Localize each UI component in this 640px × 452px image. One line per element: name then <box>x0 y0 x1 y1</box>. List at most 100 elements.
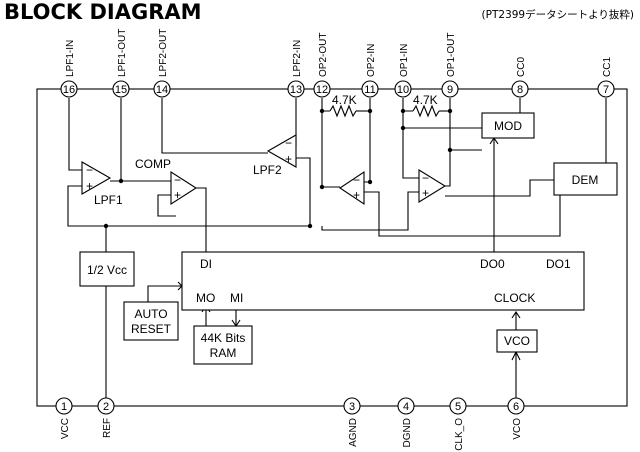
junction-dot <box>447 147 453 153</box>
pin-label: LPF1-OUT <box>117 29 128 77</box>
pin-circle <box>441 80 459 98</box>
wire-autoreset-core <box>147 285 182 302</box>
pin-number: 16 <box>63 84 75 96</box>
op2-plus-sign: + <box>353 188 360 202</box>
core-di-label: DI <box>200 257 212 271</box>
wire-op1-in-r <box>402 98 413 112</box>
chip-outline <box>36 88 628 407</box>
mod-label: MOD <box>494 119 522 133</box>
ram-line1: 44K Bits <box>201 331 246 345</box>
wire-comp-di <box>196 187 207 252</box>
junction-dot <box>118 178 124 184</box>
pin-number: 8 <box>517 84 523 96</box>
pin-number: 10 <box>397 84 409 96</box>
pin-circle <box>511 80 529 98</box>
pin-label: VCO <box>512 418 523 440</box>
junction-dot <box>319 108 325 114</box>
op2-amplifier <box>339 170 365 206</box>
dem-block <box>553 162 618 196</box>
auto-reset-line2: RESET <box>131 322 172 336</box>
wires <box>67 98 607 398</box>
pin-circle <box>287 80 305 98</box>
junction-dot <box>103 223 109 229</box>
wire-op2-plus-dem <box>364 188 561 237</box>
pin-number: 5 <box>455 401 461 413</box>
junction-dot <box>307 223 313 229</box>
pin-label: AGND <box>348 418 359 447</box>
wire-lpf1-in <box>68 98 82 171</box>
core-do0-label: DO0 <box>480 257 505 271</box>
pin-circle <box>97 397 115 415</box>
pin-number: 4 <box>403 401 409 413</box>
pin-9: 9 OP1-OUT <box>441 33 459 98</box>
ram-block <box>193 325 253 365</box>
core-clock-label: CLOCK <box>494 291 535 305</box>
pin-number: 11 <box>364 84 375 96</box>
pin-number: 12 <box>316 84 328 96</box>
pin-number: 7 <box>603 84 609 96</box>
lpf1-label: LPF1 <box>94 193 123 207</box>
pin-circle <box>361 80 379 98</box>
auto-reset-block <box>123 301 179 341</box>
pin-label: REF <box>102 418 113 438</box>
junction-dot <box>367 108 373 114</box>
wire-comp-plus <box>157 194 176 217</box>
comp-minus-sign: − <box>174 173 181 187</box>
dem-label: DEM <box>572 173 599 187</box>
wire-dem-op1 <box>445 179 554 197</box>
vco-label: VCO <box>504 334 530 348</box>
pin-number: 15 <box>115 84 127 96</box>
pin-number: 1 <box>61 401 67 413</box>
pin-label: OP1-OUT <box>446 33 457 77</box>
junction-dot <box>400 125 406 131</box>
lpf2-minus-sign: − <box>285 136 292 150</box>
pin-number: 6 <box>513 401 519 413</box>
resistor-r2-value: 4.7K <box>413 93 438 107</box>
pins: 16LPF1-IN15LPF1-OUT14LPF2-OUT13LPF2-IN12… <box>55 29 615 451</box>
pin-number: 2 <box>103 401 109 413</box>
ram-line2: RAM <box>210 346 237 360</box>
vco-block <box>496 329 538 353</box>
pin-circle <box>394 80 412 98</box>
pin-circle <box>397 397 415 415</box>
lpf1-minus-sign: − <box>86 163 93 177</box>
wire-op1-out <box>445 98 451 187</box>
pin-number: 9 <box>447 84 453 96</box>
lpf1-amplifier <box>81 161 112 195</box>
core-mo-label: MO <box>196 291 215 305</box>
pin-number: 13 <box>290 84 302 96</box>
comp-plus-sign: + <box>174 188 181 202</box>
op1-plus-sign: + <box>422 186 429 200</box>
wire-op1-plus <box>321 191 419 231</box>
pin-15: 15 LPF1-OUT <box>112 29 130 98</box>
pin-circle <box>507 397 525 415</box>
junction-dot <box>367 179 373 185</box>
junction-dots <box>103 108 453 229</box>
junction-dot <box>447 108 453 114</box>
pin-circle <box>449 397 467 415</box>
pin-number: 3 <box>349 401 355 413</box>
pin-label: DGND <box>402 418 413 447</box>
pin-13: 13 LPF2-IN <box>287 40 305 98</box>
pin-label: VCC <box>60 418 71 439</box>
wire-op2-out-r <box>321 98 330 112</box>
half-vcc-label: 1/2 Vcc <box>87 263 127 277</box>
mod-block <box>481 112 535 139</box>
pin-label: LPF1-IN <box>65 40 76 77</box>
core-do1-label: DO1 <box>546 257 571 271</box>
wire-op1-minus <box>402 111 419 179</box>
op2-minus-sign: − <box>353 173 360 187</box>
half-vcc-block <box>79 251 135 287</box>
pin-label: LPF2-IN <box>292 40 303 77</box>
pin-number: 14 <box>156 84 168 96</box>
arrow-clock <box>511 311 521 319</box>
